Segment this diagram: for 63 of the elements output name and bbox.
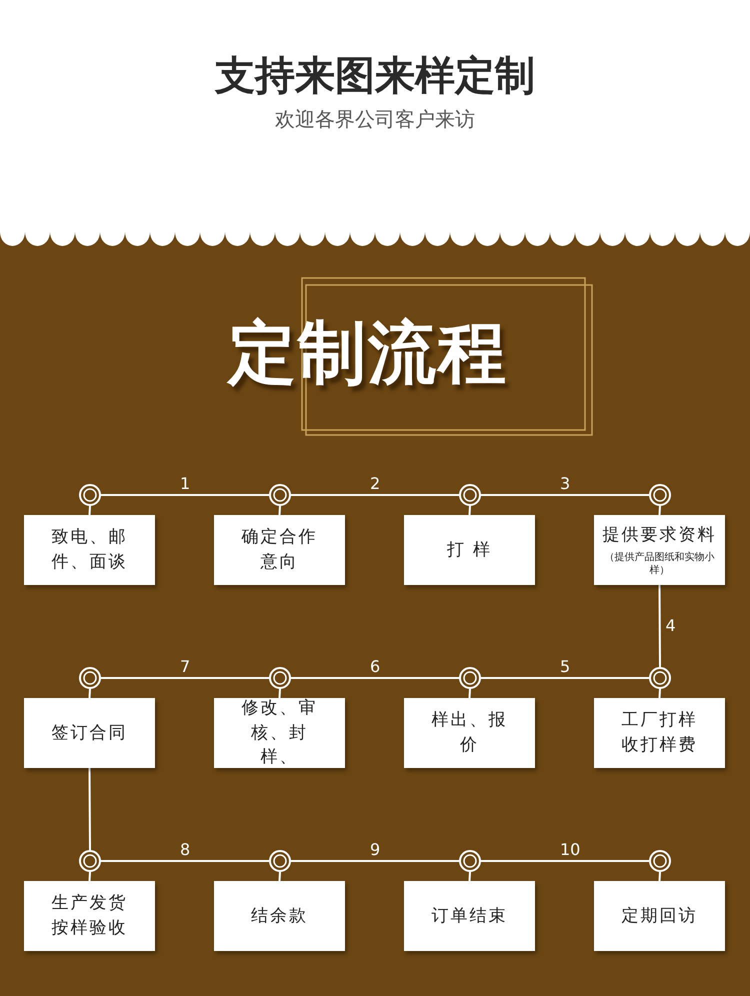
step-box xyxy=(24,881,155,951)
step-node-circle xyxy=(79,850,101,872)
step-text: 修改、审核、封样、 xyxy=(240,697,318,770)
step-text: 订单结束 xyxy=(432,904,508,928)
step-box xyxy=(214,515,345,585)
step-node-circle xyxy=(269,484,291,506)
step-text: 工厂打样收打样费 xyxy=(620,709,698,757)
step-note: （提供产品图纸和实物小样） xyxy=(604,550,716,577)
step-node-circle xyxy=(269,667,291,689)
step-text: 致电、邮件、面谈 xyxy=(50,526,128,574)
connector-line xyxy=(88,688,91,698)
connector-line xyxy=(658,688,661,698)
connector-line xyxy=(291,677,459,679)
step-node-circle xyxy=(459,850,481,872)
page-title: 支持来图来样定制 xyxy=(214,52,536,101)
step-text: 生产发货按样验收 xyxy=(50,892,128,940)
connector-line xyxy=(468,872,471,882)
connector-line xyxy=(88,872,91,882)
connector-line xyxy=(278,688,281,698)
connector-line xyxy=(481,494,649,496)
connector-line xyxy=(278,872,281,882)
step-box xyxy=(404,881,535,951)
step-text: 样出、报价 xyxy=(430,709,508,757)
step-node-circle xyxy=(459,484,481,506)
connector-line xyxy=(88,768,91,850)
step-box xyxy=(214,881,345,951)
connector-line xyxy=(278,506,281,516)
step-node-circle xyxy=(649,484,671,506)
connector-line xyxy=(481,677,649,679)
connector-line xyxy=(291,494,459,496)
step-text: 打 样 xyxy=(446,538,492,562)
section-heading: 定制流程 xyxy=(228,313,508,395)
step-text: 提供要求资料 xyxy=(602,524,716,548)
step-box xyxy=(594,515,725,585)
step-node-circle xyxy=(459,667,481,689)
connector-line xyxy=(658,506,661,516)
connector-line xyxy=(658,872,661,882)
step-text: 确定合作意向 xyxy=(240,526,318,574)
connector-line xyxy=(468,688,471,698)
connector-line xyxy=(291,860,459,862)
step-node-circle xyxy=(649,667,671,689)
step-text: 签订合同 xyxy=(52,722,128,745)
step-box xyxy=(594,698,725,768)
step-node-circle xyxy=(649,850,671,872)
step-box xyxy=(214,698,345,768)
step-text: 结余款 xyxy=(251,904,308,928)
connector-line xyxy=(101,494,269,496)
step-node-circle xyxy=(269,850,291,872)
connector-line xyxy=(88,506,91,516)
step-box xyxy=(404,698,535,768)
connector-line xyxy=(101,860,269,862)
step-box xyxy=(594,881,725,951)
connector-line xyxy=(481,860,649,862)
step-text: 定期回访 xyxy=(622,904,698,928)
step-node-circle xyxy=(79,667,101,689)
connector-line xyxy=(658,585,661,667)
step-box xyxy=(24,698,155,768)
step-node-circle xyxy=(79,484,101,506)
connector-line xyxy=(468,506,471,516)
step-box xyxy=(404,515,535,585)
connector-line xyxy=(101,677,269,679)
page-subtitle: 欢迎各界公司客户来访 xyxy=(274,106,476,133)
step-box xyxy=(24,515,155,585)
